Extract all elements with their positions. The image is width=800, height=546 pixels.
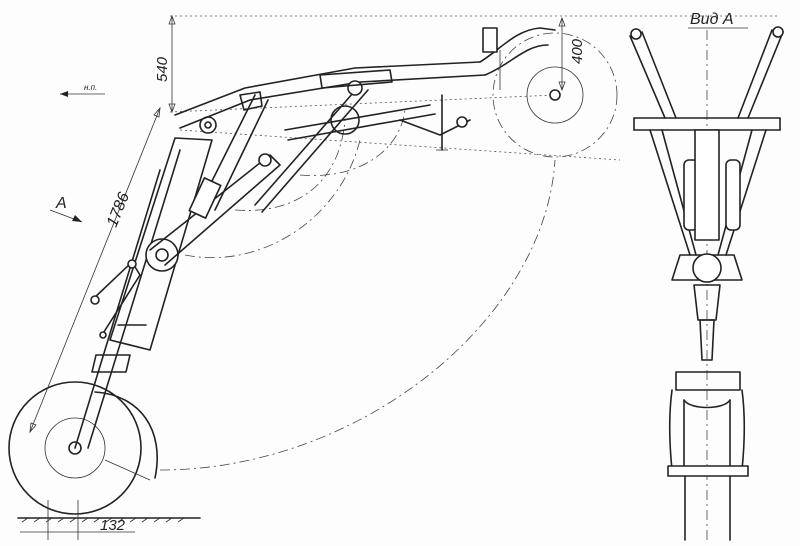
wheel-retracted: [492, 32, 618, 158]
dim-540-label: 540: [154, 56, 171, 82]
main-strut: [74, 137, 213, 449]
upper-linkage: [145, 27, 556, 272]
side-view: 540 400 1786 132 А: [8, 14, 780, 540]
flight-direction-arrow: н.п.: [60, 83, 105, 97]
dimension-132: 132: [20, 500, 135, 540]
view-a: Вид А: [629, 11, 784, 541]
wheel-extended: [8, 381, 158, 515]
dimension-400: 400: [558, 16, 586, 92]
dim-132-label: 132: [100, 517, 126, 534]
dim-400-label: 400: [569, 38, 586, 64]
view-arrow-a: А: [49, 195, 83, 223]
direction-label: н.п.: [84, 83, 97, 92]
view-a-title: Вид А: [690, 11, 734, 28]
view-mark-label: А: [55, 195, 67, 212]
dimension-1786: 1786: [29, 106, 161, 434]
dim-1786-label: 1786: [104, 190, 133, 229]
dimension-540: 540: [154, 14, 176, 114]
retraction-arcs: [159, 15, 780, 471]
